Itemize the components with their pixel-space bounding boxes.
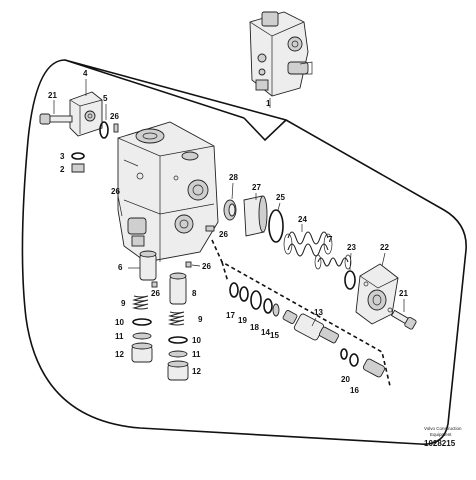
- label-part-28: 28: [229, 173, 238, 182]
- o-ring-part-10-right: [168, 336, 188, 344]
- o-ring-part-16: [349, 353, 359, 367]
- label-part-21-right: 21: [399, 289, 408, 298]
- label-part-23: 23: [347, 243, 356, 252]
- label-part-16: 16: [350, 386, 359, 395]
- label-part-11-left: 11: [115, 332, 124, 341]
- label-part-25: 25: [276, 193, 285, 202]
- label-part-17: 17: [226, 311, 235, 320]
- plug-part-2: [71, 163, 85, 173]
- label-part-1: 1: [266, 99, 271, 108]
- backup-ring-part-15: [272, 303, 280, 317]
- o-ring-part-14: [263, 298, 273, 314]
- label-part-21: 21: [48, 91, 57, 100]
- label-part-10-right: 10: [192, 336, 201, 345]
- label-part-5: 5: [103, 94, 108, 103]
- label-part-9-right: 9: [198, 315, 203, 324]
- label-part-4: 4: [83, 69, 88, 78]
- label-part-14: 14: [261, 328, 270, 337]
- label-part-9-left: 9: [121, 299, 126, 308]
- pin-part-26-lower: [151, 281, 158, 288]
- o-ring-part-3: [71, 152, 85, 160]
- label-part-19: 19: [238, 316, 247, 325]
- plug-part-12-left: [131, 342, 153, 363]
- label-part-13: 13: [314, 308, 323, 317]
- spring-part-7: [314, 254, 352, 270]
- piston-part-27: [243, 195, 268, 237]
- label-part-6: 6: [118, 263, 123, 272]
- washer-part-11-left: [132, 332, 152, 340]
- o-ring-part-17: [229, 282, 239, 298]
- label-part-26-top: 26: [110, 112, 119, 121]
- o-ring-part-18: [250, 290, 262, 310]
- label-part-24: 24: [298, 215, 307, 224]
- label-part-2: 2: [60, 165, 65, 174]
- label-part-15: 15: [270, 331, 279, 340]
- label-part-3: 3: [60, 152, 65, 161]
- label-part-11-right: 11: [192, 350, 201, 359]
- outline-connector: [243, 117, 287, 142]
- label-part-12-right: 12: [192, 367, 201, 376]
- o-ring-part-19: [239, 286, 249, 302]
- label-part-10-left: 10: [115, 318, 124, 327]
- label-part-20: 20: [341, 375, 350, 384]
- spring-part-9-left: [131, 295, 149, 310]
- label-part-26-right: 26: [219, 230, 228, 239]
- cartridge-part-13: [282, 310, 340, 344]
- exploded-view-outline: [21, 59, 467, 445]
- spool-part-8: [169, 272, 187, 305]
- plug-part-12-right: [167, 360, 189, 381]
- sleeve-part-28: [223, 199, 237, 221]
- label-part-12-left: 12: [115, 350, 124, 359]
- brand-line-2: Equipment: [430, 432, 452, 437]
- pin-part-26-right: [205, 225, 215, 232]
- brand-line-1: Volvo Construction: [424, 426, 462, 431]
- label-part-22: 22: [380, 243, 389, 252]
- label-part-7: 7: [328, 235, 333, 244]
- assembled-valve-part-1: [249, 11, 313, 97]
- pin-part-26-mid: [185, 261, 192, 268]
- o-ring-part-20: [340, 348, 348, 360]
- cartridge-dashed-boundary: [211, 239, 391, 387]
- spring-part-24: [283, 231, 333, 257]
- flange-block-part-4: [69, 91, 103, 137]
- label-part-26-lower: 26: [151, 289, 160, 298]
- label-part-26-body: 26: [111, 187, 120, 196]
- bolt-part-21-right: [390, 309, 417, 330]
- main-valve-body: [117, 121, 219, 263]
- label-part-27: 27: [252, 183, 261, 192]
- label-part-26-mid: 26: [202, 262, 211, 271]
- o-ring-part-5: [99, 121, 109, 139]
- bolt-part-21: [39, 113, 73, 125]
- spring-part-9-right: [167, 311, 185, 326]
- end-plug: [362, 358, 386, 378]
- o-ring-part-25: [268, 209, 284, 243]
- label-part-18: 18: [250, 323, 259, 332]
- o-ring-part-23: [344, 270, 356, 290]
- pin-part-26: [113, 123, 119, 133]
- washer-part-11-right: [168, 350, 188, 358]
- o-ring-part-10-left: [132, 318, 152, 326]
- spool-part-6: [139, 250, 157, 281]
- label-part-8: 8: [192, 289, 197, 298]
- drawing-code: 1028215: [424, 439, 456, 448]
